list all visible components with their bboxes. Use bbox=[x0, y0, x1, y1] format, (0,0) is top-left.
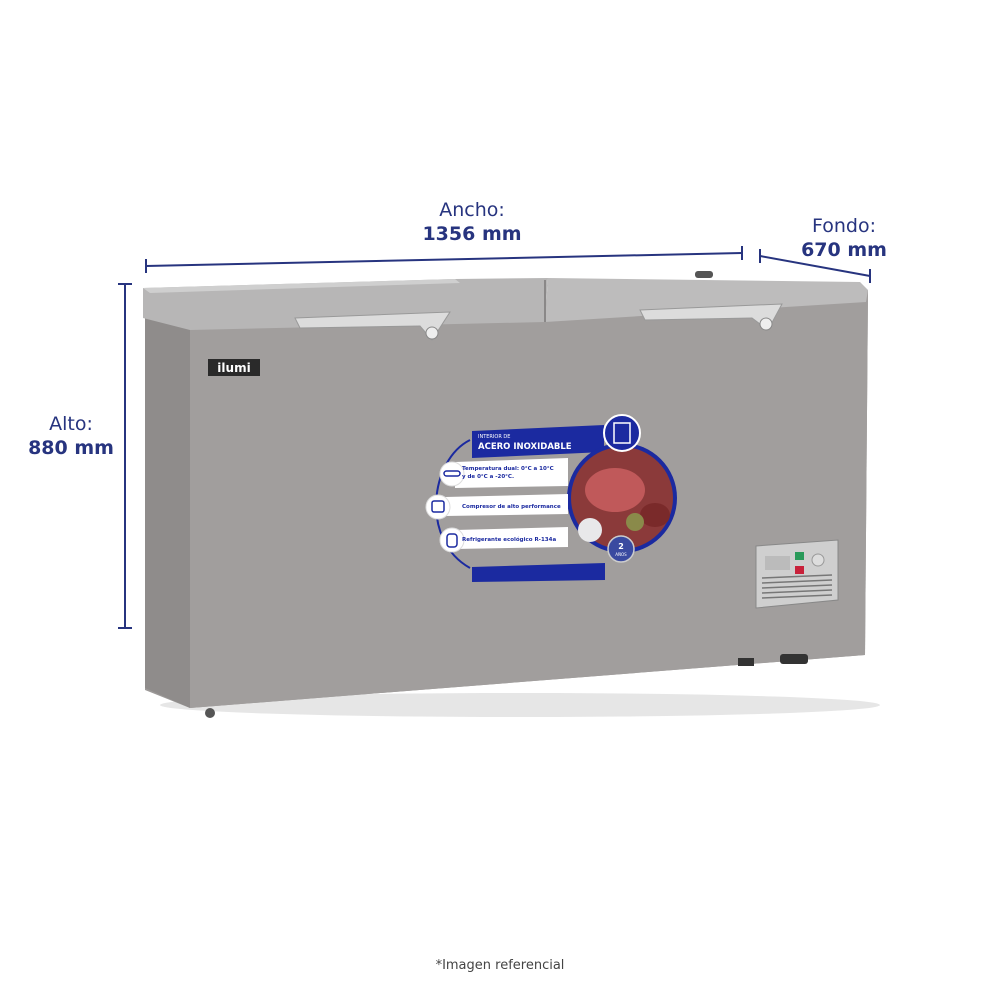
warranty-seal bbox=[607, 535, 635, 563]
brand-logo-text: ilumi bbox=[217, 361, 250, 375]
feature-sticker: INTERIOR DE ACERO INOXIDABLE 2 AÑOS Temp… bbox=[425, 414, 677, 582]
height-label: Alto: bbox=[49, 413, 93, 435]
height-value: 880 mm bbox=[28, 437, 114, 459]
sticker-kicker: INTERIOR DE bbox=[478, 434, 510, 440]
svg-text:y de 0°C a -20°C.: y de 0°C a -20°C. bbox=[462, 474, 514, 480]
svg-text:2: 2 bbox=[618, 542, 624, 551]
width-value: 1356 mm bbox=[422, 223, 521, 245]
red-indicator bbox=[795, 566, 804, 574]
width-dimension: Ancho: 1356 mm bbox=[145, 199, 743, 273]
height-dimension: Alto: 880 mm bbox=[28, 283, 132, 629]
chest-freezer: ilumi bbox=[143, 271, 880, 718]
svg-text:Temperatura dual: 0°C a 10°C: Temperatura dual: 0°C a 10°C bbox=[462, 466, 554, 472]
control-panel bbox=[755, 539, 839, 609]
sticker-title: ACERO INOXIDABLE bbox=[478, 442, 572, 452]
depth-label: Fondo: bbox=[812, 215, 876, 237]
footnote: *Imagen referencial bbox=[435, 958, 565, 973]
thermometer-icon bbox=[439, 461, 465, 487]
green-indicator bbox=[795, 552, 804, 560]
lid-right[interactable] bbox=[545, 278, 868, 322]
width-label: Ancho: bbox=[439, 199, 505, 221]
depth-value: 670 mm bbox=[801, 239, 887, 261]
thermostat-knob[interactable] bbox=[811, 553, 825, 567]
depth-dimension: Fondo: 670 mm bbox=[759, 215, 887, 283]
brand-logo bbox=[208, 359, 260, 376]
compressor-icon bbox=[425, 494, 451, 520]
svg-text:AÑOS: AÑOS bbox=[615, 552, 627, 557]
svg-text:Compresor de alto performance: Compresor de alto performance bbox=[462, 504, 561, 510]
freezer-icon bbox=[603, 414, 641, 452]
gas-cylinder-icon bbox=[439, 527, 465, 553]
svg-text:Refrigerante ecológico R-134a: Refrigerante ecológico R-134a bbox=[462, 536, 556, 543]
